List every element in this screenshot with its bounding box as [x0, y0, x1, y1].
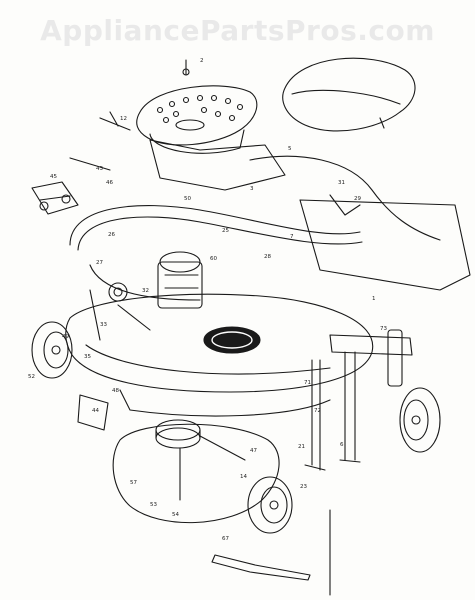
- side-panel: [299, 194, 471, 291]
- front-left-wheel: [31, 321, 73, 379]
- callout: 53: [150, 502, 157, 508]
- callout: 47: [250, 448, 257, 454]
- callout: 28: [264, 254, 271, 260]
- seat-cushion: [282, 57, 416, 132]
- engine-assembly: [108, 251, 203, 309]
- seat-pan: [136, 85, 258, 154]
- callout: 29: [354, 196, 361, 202]
- callout: 48: [112, 388, 119, 394]
- callout: 44: [92, 408, 99, 414]
- callout: 35: [84, 354, 91, 360]
- callout: 60: [210, 256, 217, 262]
- callout: 1: [372, 296, 376, 302]
- callout: 46: [106, 180, 113, 186]
- rear-right-wheel: [399, 387, 441, 453]
- hardware-detail: [31, 157, 111, 215]
- callout: 49: [62, 334, 69, 340]
- callout: 54: [172, 512, 179, 518]
- callout: 52: [28, 374, 35, 380]
- callout: 25: [222, 228, 229, 234]
- mower-blade: [211, 509, 331, 596]
- callout: 33: [100, 322, 107, 328]
- callout: 7: [290, 234, 294, 240]
- callout: 71: [304, 380, 311, 386]
- callout: 72: [314, 408, 321, 414]
- callout: 50: [184, 196, 191, 202]
- callout: 32: [142, 288, 149, 294]
- frame-tubing: [69, 155, 441, 301]
- seat-bracket: [99, 59, 286, 191]
- rear-left-wheel: [247, 476, 293, 534]
- callout: 3: [250, 186, 254, 192]
- callout: 31: [338, 180, 345, 186]
- callout: 73: [380, 326, 387, 332]
- callout: 12: [120, 116, 127, 122]
- watermark: AppliancePartsPros.com: [40, 14, 435, 47]
- callout: 57: [130, 480, 137, 486]
- callout: 45: [50, 174, 57, 180]
- rear-axle-frame: [304, 329, 413, 471]
- callout: 2: [200, 58, 204, 64]
- callout: 67: [222, 536, 229, 542]
- callout: 23: [300, 484, 307, 490]
- callout: 27: [96, 260, 103, 266]
- callout: 14: [240, 474, 247, 480]
- callout: 21: [298, 444, 305, 450]
- callout: 6: [340, 442, 344, 448]
- callout: 43: [96, 166, 103, 172]
- mower-deck: [65, 289, 374, 417]
- callout: 5: [288, 146, 292, 152]
- callout: 26: [108, 232, 115, 238]
- callout-labels: 2 12 5 31 29 43 46 45 50 3 7 25 26 27 28…: [28, 58, 387, 542]
- blade-housing: [112, 419, 280, 524]
- bracket-plate: [77, 394, 109, 431]
